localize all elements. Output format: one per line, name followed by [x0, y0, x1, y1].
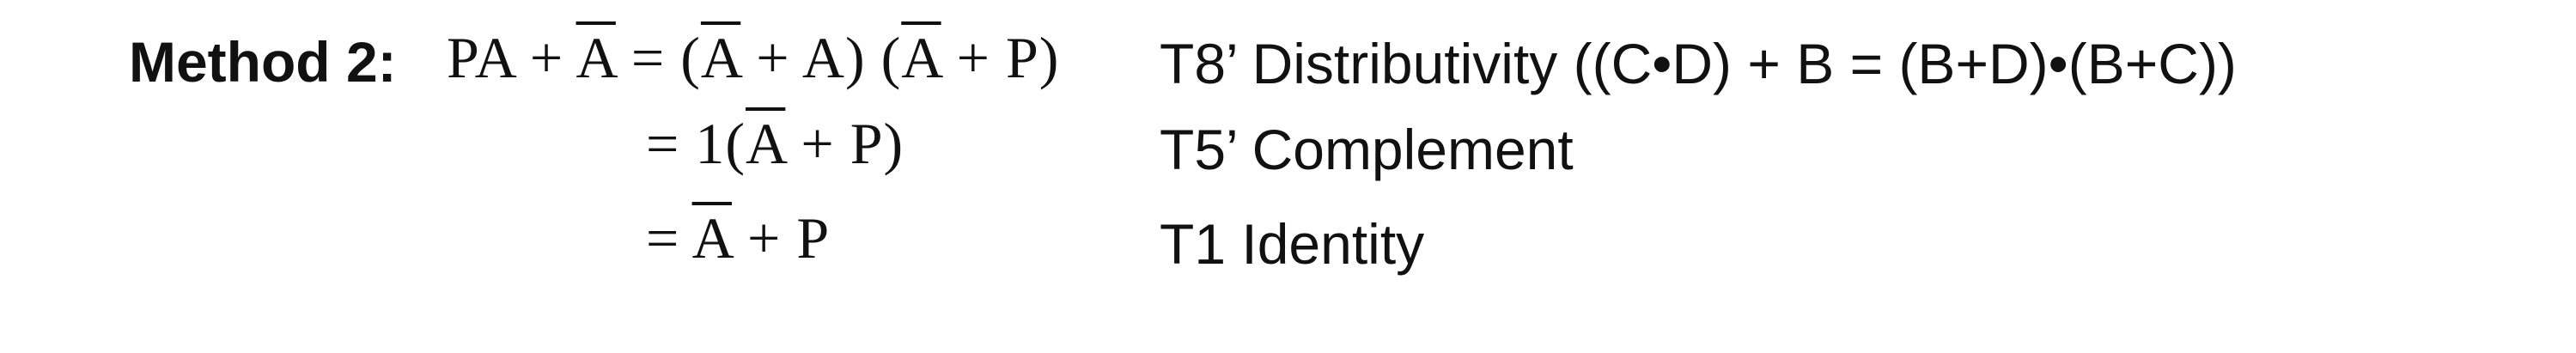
eq3-abar: A: [691, 205, 732, 271]
eq1-part-pa: PA +: [447, 25, 576, 90]
eq3-part-1: =: [646, 205, 692, 271]
eq1-abar-3: A: [901, 25, 941, 90]
eq1-part-equals: = (: [615, 25, 701, 90]
rule-3: T1 Identity: [1160, 212, 1425, 276]
eq1-part-plus-p: + P): [941, 25, 1060, 90]
equation-3: = A + P: [646, 204, 830, 272]
rule-2: T5’ Complement: [1160, 118, 1574, 181]
equation-2: = 1(A + P): [646, 110, 904, 178]
method-label: Method 2:: [129, 30, 397, 94]
eq2-part-2: + P): [785, 111, 904, 176]
eq2-part-1: = 1(: [646, 111, 746, 176]
rule-1: T8’ Distributivity ((C•D) + B = (B+D)•(B…: [1160, 32, 2237, 95]
eq3-part-2: + P: [731, 205, 831, 271]
eq1-part-plus-a: + A) (: [740, 25, 902, 90]
eq1-abar-2: A: [700, 25, 741, 90]
eq2-abar: A: [746, 111, 786, 176]
equation-1: PA + A = (A + A) (A + P): [447, 24, 1059, 92]
eq1-abar-1: A: [575, 25, 616, 90]
